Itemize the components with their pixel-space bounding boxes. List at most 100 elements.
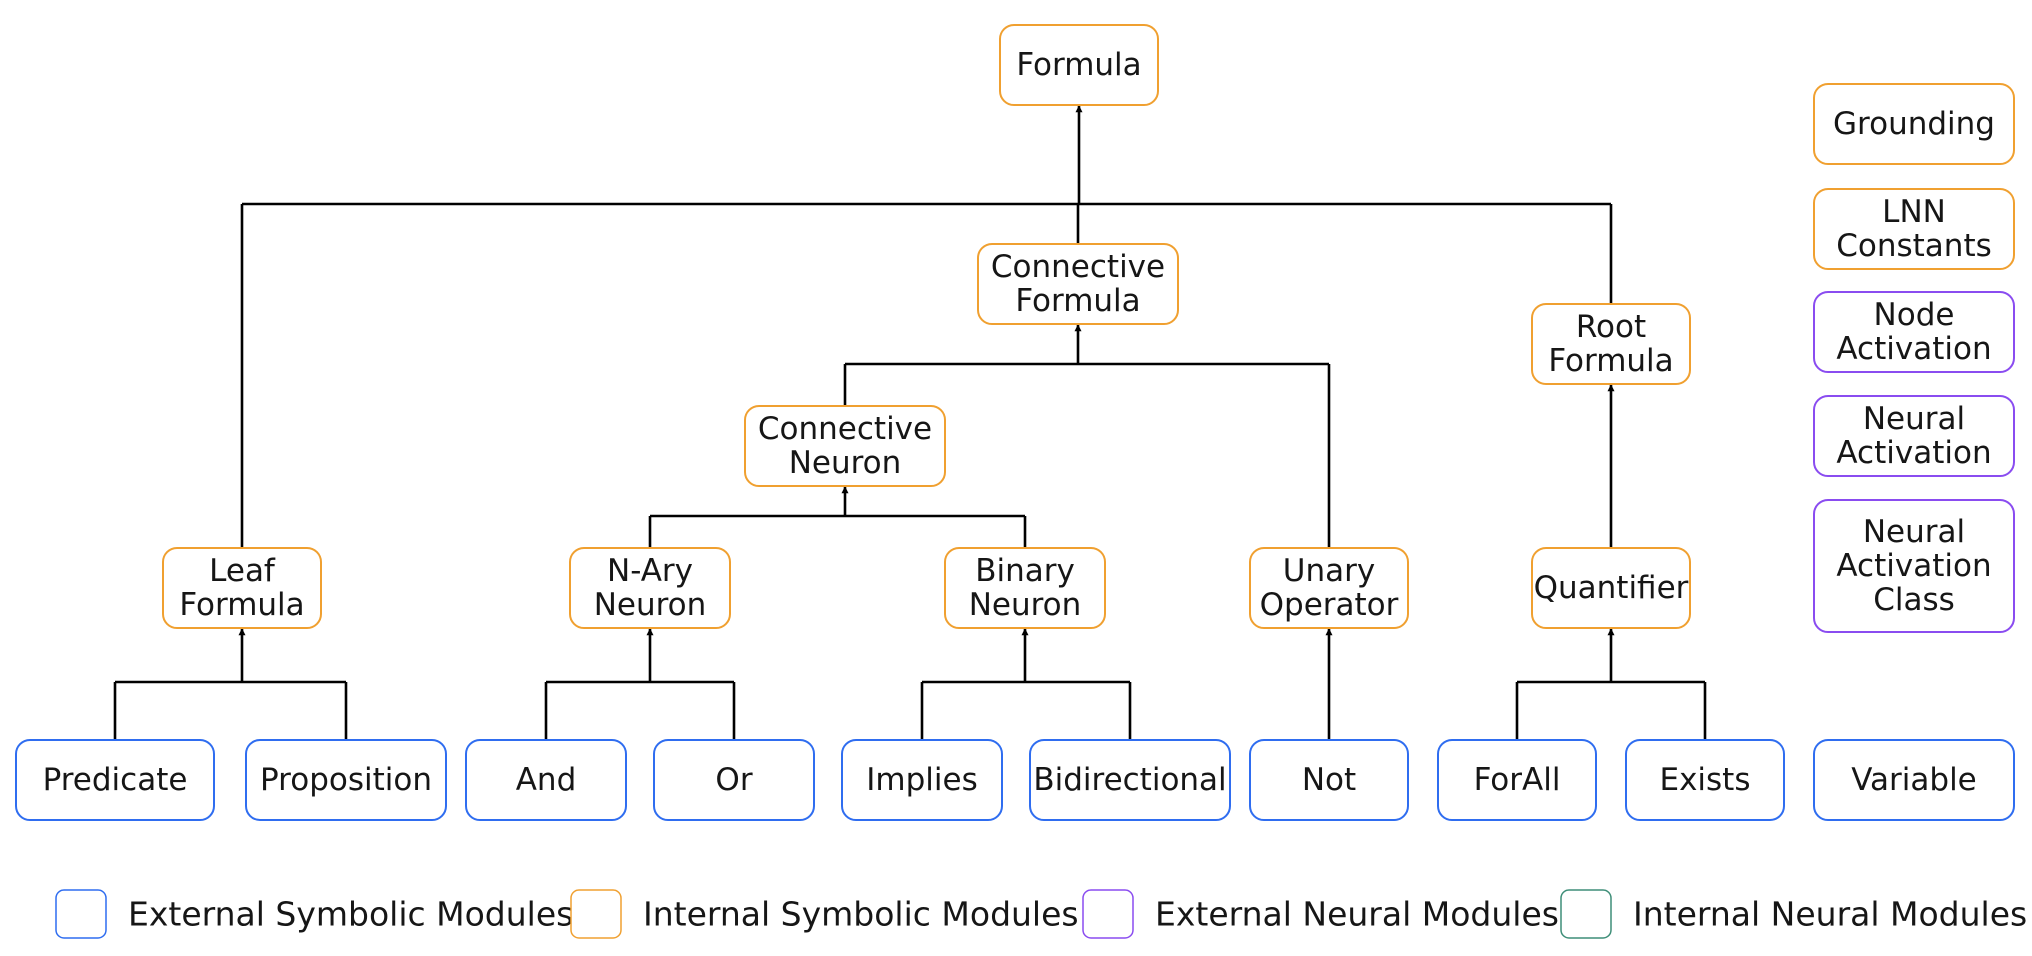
node-box (1813, 499, 2015, 633)
node-box (1625, 739, 1785, 821)
node-variable: Variable (1813, 739, 2015, 821)
node-box (1249, 739, 1409, 821)
edge-to-leaf-formula (113, 628, 348, 740)
node-box (465, 739, 627, 821)
node-label: Exists (1659, 762, 1750, 798)
legend-label: Internal Symbolic Modules (643, 895, 1079, 934)
edges (113, 105, 1707, 740)
node-label: Leaf (209, 553, 276, 589)
node-box (1813, 188, 2015, 270)
node-quantifier: Quantifier (1531, 547, 1691, 629)
node-label: Operator (1260, 587, 1399, 623)
node-or: Or (653, 739, 815, 821)
node-box (1029, 739, 1231, 821)
node-label: Neural (1863, 514, 1965, 550)
node-label: Connective (758, 411, 932, 447)
node-label: Activation (1836, 331, 1991, 367)
node-box (977, 243, 1179, 325)
node-label: Or (715, 762, 752, 798)
legend-item-internal-symbolic: Internal Symbolic Modules (570, 889, 1079, 939)
legend-item-internal-neural: Internal Neural Modules (1560, 889, 2027, 939)
node-box (162, 547, 322, 629)
node-label: Formula (1548, 343, 1673, 379)
node-box (653, 739, 815, 821)
node-label: Binary (975, 553, 1075, 589)
legend-swatch (1560, 889, 1612, 939)
edge-to-nary-neuron (544, 628, 736, 740)
edge-to-binary-neuron (920, 628, 1132, 740)
node-and: And (465, 739, 627, 821)
node-box (944, 547, 1106, 629)
node-label: Neural (1863, 401, 1965, 437)
node-label: Not (1302, 762, 1356, 798)
node-label: Formula (179, 587, 304, 623)
node-bidirectional: Bidirectional (1029, 739, 1231, 821)
node-label: Predicate (43, 762, 188, 798)
legend-swatch (570, 889, 622, 939)
node-box (1531, 303, 1691, 385)
node-label: Grounding (1833, 106, 1995, 142)
node-box (999, 24, 1159, 106)
node-label: Root (1576, 309, 1646, 345)
node-box (1813, 291, 2015, 373)
node-label: ForAll (1474, 762, 1561, 798)
node-label: LNN (1882, 194, 1946, 230)
node-box (1531, 547, 1691, 629)
node-label: Proposition (260, 762, 432, 798)
node-label: Class (1873, 582, 1955, 618)
node-box (1813, 83, 2015, 165)
legend-swatch (55, 889, 107, 939)
edge-to-formula (240, 105, 1613, 548)
node-not: Not (1249, 739, 1409, 821)
node-box (15, 739, 215, 821)
node-label: Neuron (789, 445, 902, 481)
legend: External Symbolic Modules Internal Symbol… (55, 889, 2027, 939)
node-box (1437, 739, 1597, 821)
edge-to-connective-formula (843, 324, 1331, 548)
node-label: Bidirectional (1033, 762, 1226, 798)
node-label: Activation (1836, 435, 1991, 471)
edge-to-connective-neuron (648, 486, 1027, 548)
node-box (841, 739, 1003, 821)
nodes: FormulaConnectiveFormulaRootFormulaConne… (15, 24, 2015, 821)
legend-item-external-symbolic: External Symbolic Modules (55, 889, 573, 939)
legend-label: External Symbolic Modules (128, 895, 573, 934)
node-exists: Exists (1625, 739, 1785, 821)
legend-swatch (1082, 889, 1134, 939)
legend-label: Internal Neural Modules (1633, 895, 2027, 934)
node-forall: ForAll (1437, 739, 1597, 821)
node-label: Connective (991, 249, 1165, 285)
node-grounding: Grounding (1813, 83, 2015, 165)
node-proposition: Proposition (245, 739, 447, 821)
node-label: Neuron (969, 587, 1082, 623)
node-label: Constants (1836, 228, 1992, 264)
legend-label: External Neural Modules (1155, 895, 1559, 934)
node-implies: Implies (841, 739, 1003, 821)
node-box (569, 547, 731, 629)
node-formula: Formula (999, 24, 1159, 106)
node-label: Node (1874, 297, 1955, 333)
legend-item-external-neural: External Neural Modules (1082, 889, 1559, 939)
node-label: Variable (1851, 762, 1977, 798)
node-box (1813, 395, 2015, 477)
edge-to-quantifier (1515, 628, 1707, 740)
node-label: N-Ary (607, 553, 693, 589)
node-label: Neuron (594, 587, 707, 623)
node-label: Implies (866, 762, 977, 798)
node-predicate: Predicate (15, 739, 215, 821)
node-box (744, 405, 946, 487)
node-box (245, 739, 447, 821)
node-label: And (516, 762, 577, 798)
node-label: Formula (1015, 283, 1140, 319)
